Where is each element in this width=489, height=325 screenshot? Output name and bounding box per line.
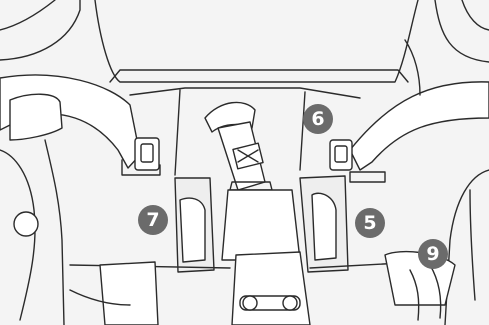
center-tether-strap	[205, 102, 272, 190]
callout-9: 9	[418, 239, 448, 269]
callout-7: 7	[138, 205, 168, 235]
seat-top-frame	[0, 0, 489, 82]
belt-guide-left	[175, 178, 214, 272]
belt-guide-right	[300, 176, 348, 272]
callout-6: 6	[303, 104, 333, 134]
seat-pan	[222, 190, 310, 325]
callout-5: 5	[355, 208, 385, 238]
